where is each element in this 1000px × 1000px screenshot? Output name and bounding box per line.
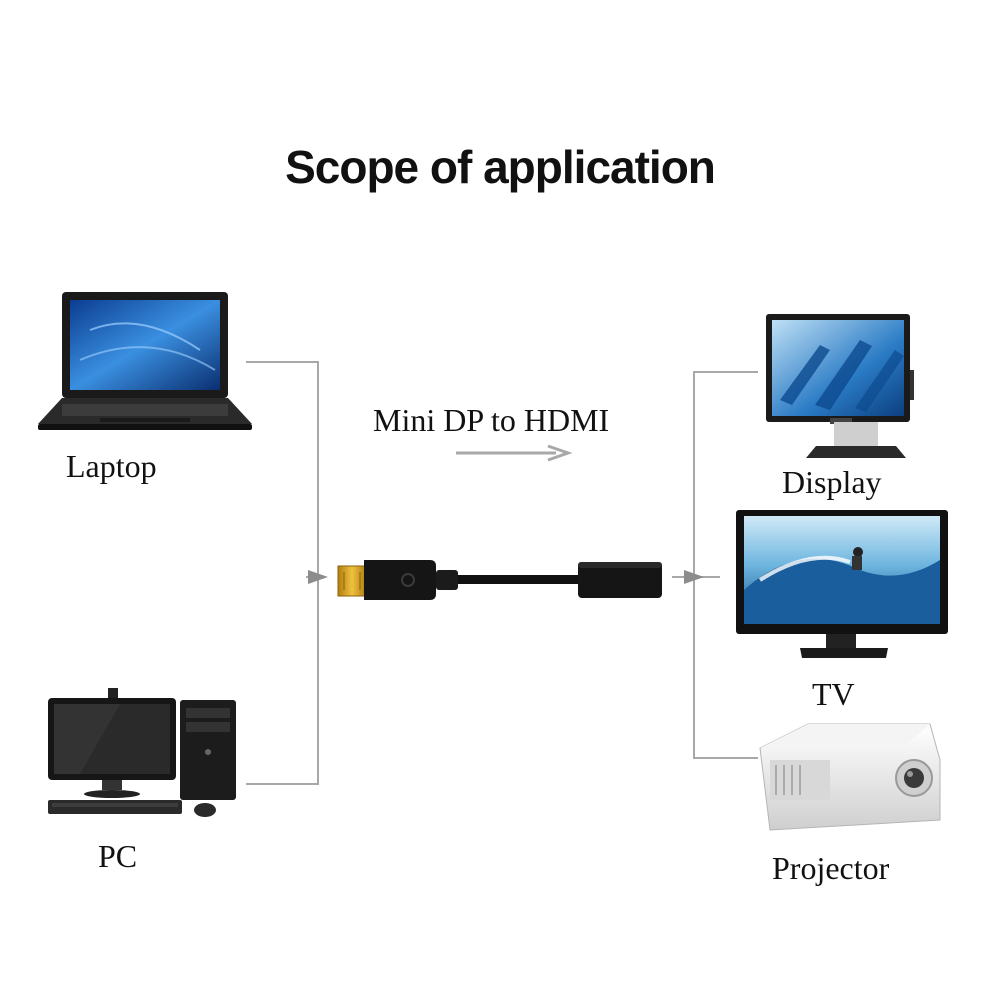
projector-icon [759,723,941,831]
laptop-icon [38,292,252,430]
source-connector-lines [246,361,319,785]
mini-dp-to-hdmi-cable-icon [337,560,662,600]
source-label-laptop: Laptop [66,448,157,484]
input-arrow-icon [308,570,328,584]
output-label-projector: Projector [772,850,890,886]
cable-label: Mini DP to HDMI [373,402,610,438]
output-label-display: Display [782,464,882,500]
output-label-tv: TV [812,676,855,712]
monitor-icon [766,314,914,458]
direction-arrow-icon [456,444,573,462]
desktop-pc-icon [48,688,236,817]
tv-icon [736,510,948,658]
output-arrow-icon [684,570,704,584]
source-label-pc: PC [98,838,138,874]
diagram-title: Scope of application [285,141,716,193]
